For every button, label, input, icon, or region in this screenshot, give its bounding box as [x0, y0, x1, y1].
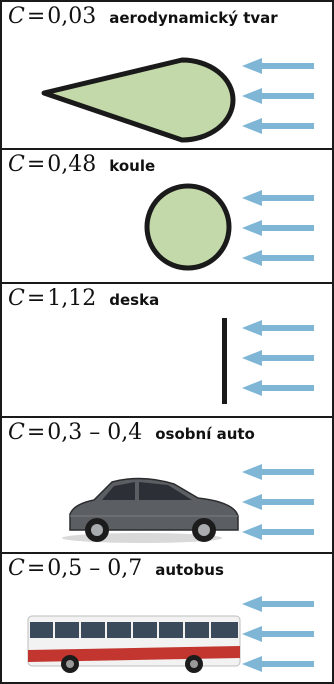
car-icon — [62, 477, 239, 543]
equals-sign: = — [26, 286, 46, 311]
shape-label: osobní auto — [155, 425, 255, 443]
coefficient-value: 0,48 — [47, 152, 97, 177]
airflow-arrows-icon — [242, 320, 314, 396]
coefficient-value: 0,5 – 0,7 — [47, 556, 143, 581]
drag-coefficient-formula: C=0,3 – 0,4 — [8, 420, 149, 445]
drag-coefficient-formula: C=1,12 — [8, 286, 103, 311]
coefficient-value: 0,3 – 0,4 — [47, 420, 143, 445]
coefficient-value: 1,12 — [47, 286, 97, 311]
drag-coefficient-formula: C=0,5 – 0,7 — [8, 556, 149, 581]
coefficient-symbol: C — [8, 152, 25, 177]
panel-plate: C=1,12 deska — [2, 282, 332, 416]
airflow-arrows-icon — [242, 596, 314, 672]
teardrop-shape-icon — [41, 57, 236, 143]
coefficient-symbol: C — [8, 286, 25, 311]
shape-label: autobus — [155, 561, 224, 579]
panel-heading: C=0,48 koule — [8, 152, 155, 177]
bus-icon — [27, 615, 241, 673]
shape-label: deska — [109, 291, 160, 309]
panel-heading: C=0,5 – 0,7 autobus — [8, 556, 224, 581]
drag-coefficient-formula: C=0,03 — [8, 4, 103, 29]
coefficient-symbol: C — [8, 420, 25, 445]
drag-coefficient-formula: C=0,48 — [8, 152, 103, 177]
equals-sign: = — [26, 152, 46, 177]
coefficient-symbol: C — [8, 4, 25, 29]
shape-label: koule — [109, 157, 156, 175]
panel-heading: C=0,03 aerodynamický tvar — [8, 4, 278, 29]
plate-shape-icon — [222, 318, 227, 404]
panel-bus: C=0,5 – 0,7 autobus — [2, 552, 332, 682]
equals-sign: = — [26, 4, 46, 29]
sphere-shape-icon — [144, 183, 232, 271]
panel-heading: C=0,3 – 0,4 osobní auto — [8, 420, 255, 445]
shape-label: aerodynamický tvar — [109, 9, 278, 27]
equals-sign: = — [26, 556, 46, 581]
airflow-arrows-icon — [242, 190, 314, 266]
panel-heading: C=1,12 deska — [8, 286, 159, 311]
coefficient-symbol: C — [8, 556, 25, 581]
airflow-arrows-icon — [242, 58, 314, 134]
equals-sign: = — [26, 420, 46, 445]
coefficient-value: 0,03 — [47, 4, 97, 29]
panel-car: C=0,3 – 0,4 osobní auto — [2, 416, 332, 552]
panel-sphere: C=0,48 koule — [2, 148, 332, 282]
airflow-arrows-icon — [242, 464, 314, 540]
panel-teardrop: C=0,03 aerodynamický tvar — [2, 2, 332, 148]
